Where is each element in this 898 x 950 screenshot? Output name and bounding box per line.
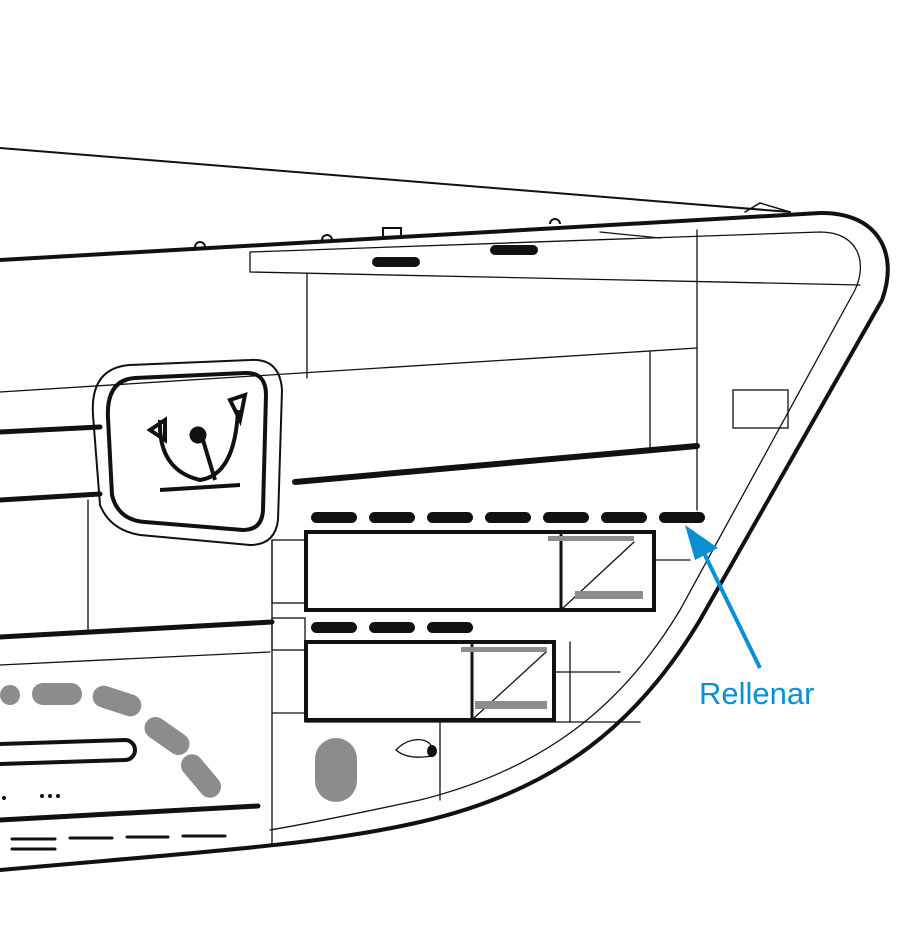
manhole-cover — [315, 738, 357, 802]
porthole-bar — [369, 622, 415, 633]
deck-edge — [0, 210, 890, 872]
anchor-emblem — [91, 358, 284, 547]
tank-lower — [304, 640, 556, 722]
inner-hull-line — [249, 231, 862, 831]
porthole-bar — [485, 512, 531, 523]
porthole-bar — [311, 622, 357, 633]
tank-upper — [304, 530, 656, 612]
porthole-bar — [369, 512, 415, 523]
porthole-bar — [601, 512, 647, 523]
rellenar-label: Rellenar — [699, 676, 815, 711]
porthole-bar — [659, 512, 705, 523]
porthole-bar — [311, 512, 357, 523]
sheer-line — [0, 147, 791, 213]
porthole-bar — [427, 622, 473, 633]
porthole-bar — [543, 512, 589, 523]
callout-arrow — [685, 525, 762, 669]
porthole-bar — [427, 512, 473, 523]
